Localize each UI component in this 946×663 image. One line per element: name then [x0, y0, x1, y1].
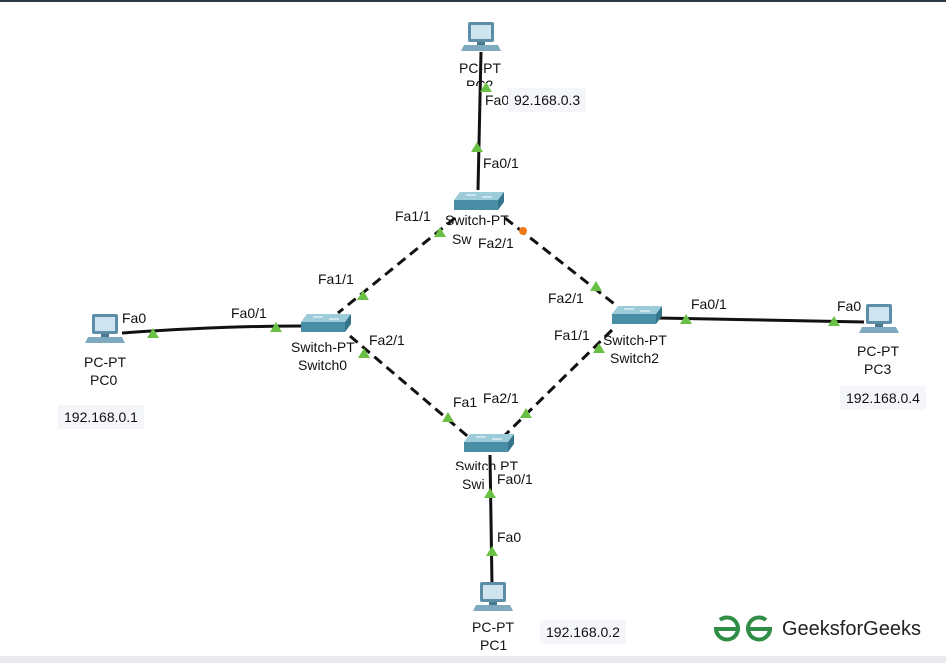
pc0-name: PC0: [90, 372, 118, 388]
switch0-name: Switch0: [298, 357, 348, 373]
link-switch2-switch3: [500, 328, 614, 440]
link-switch2-pc3: [657, 316, 865, 324]
pc-icon: [859, 304, 899, 333]
pc1-name: PC1: [480, 637, 508, 653]
port-up-icon: [484, 488, 496, 498]
pc1-type: PC-PT: [472, 619, 514, 635]
pc1-port: Fa0: [497, 529, 522, 545]
switch-icon: [300, 313, 352, 333]
window-top-border: [0, 0, 946, 2]
switch1-port: Fa1/1: [395, 208, 431, 224]
port-up-icon: [590, 281, 602, 291]
port-up-icon: [442, 412, 454, 422]
switch3-type: Switch PT: [455, 458, 519, 470]
pc3-ip: 192.168.0.4: [840, 386, 926, 410]
link-pc0-switch0: [121, 324, 303, 335]
switch3-port: Fa2/1: [483, 390, 519, 406]
logo-text: GeeksforGeeks: [782, 617, 921, 640]
switch-icon: [453, 191, 505, 211]
switch2-port: Fa1/1: [554, 327, 590, 343]
switch2-port: Fa0/1: [691, 296, 727, 312]
switch3-port: Fa1: [453, 394, 478, 410]
switch2-port: Fa2/1: [548, 290, 584, 306]
pc0-port: Fa0: [122, 310, 147, 326]
switch0-port: Fa1/1: [318, 271, 354, 287]
switch1-port: Fa0/1: [483, 155, 519, 171]
geeksforgeeks-logo: GeeksforGeeks: [712, 614, 921, 644]
link-switch1-switch0: [337, 216, 456, 315]
switch3-name: Swi: [462, 476, 485, 492]
pc2-type: PC-PT: [459, 60, 501, 76]
pc1-ip: 192.168.0.2: [540, 620, 626, 644]
pc0-ip: 192.168.0.1: [58, 405, 144, 429]
gfg-logo-icon: [713, 615, 773, 642]
pc-icon: [461, 22, 501, 51]
switch0-port: Fa0/1: [231, 305, 267, 321]
port-up-icon: [486, 546, 498, 556]
bottom-bar: [0, 656, 946, 663]
pc0-type: PC-PT: [84, 354, 126, 370]
link-switch0-switch3: [349, 334, 473, 442]
link-pc2-switch1: [476, 51, 483, 191]
switch-icon: [611, 305, 663, 325]
switch2-type: Switch-PT: [603, 332, 667, 348]
switch0-type: Switch-PT: [291, 339, 355, 355]
switch1-port: Fa2/1: [478, 235, 514, 251]
switch2-name: Switch2: [610, 350, 660, 366]
switch0-port: Fa2/1: [369, 332, 405, 348]
pc-icon: [85, 314, 125, 343]
pc2-name: PC2: [466, 77, 494, 86]
link-switch3-pc1: [488, 454, 494, 586]
pc3-name: PC3: [864, 361, 892, 377]
switch1-name: Sw: [452, 231, 472, 247]
pc3-type: PC-PT: [857, 343, 899, 359]
switch1-type: Switch-PT: [445, 212, 509, 228]
pc3-port: Fa0: [837, 298, 862, 314]
switch3-port: Fa0/1: [497, 471, 533, 487]
port-pending-icon: [519, 227, 527, 235]
pc-icon: [473, 582, 513, 611]
port-up-icon: [357, 290, 369, 300]
pc2-port: Fa0: [485, 92, 510, 108]
switch-icon: [463, 433, 515, 453]
pc2-ip: 92.168.0.3: [508, 88, 587, 112]
port-up-icon: [471, 142, 483, 152]
